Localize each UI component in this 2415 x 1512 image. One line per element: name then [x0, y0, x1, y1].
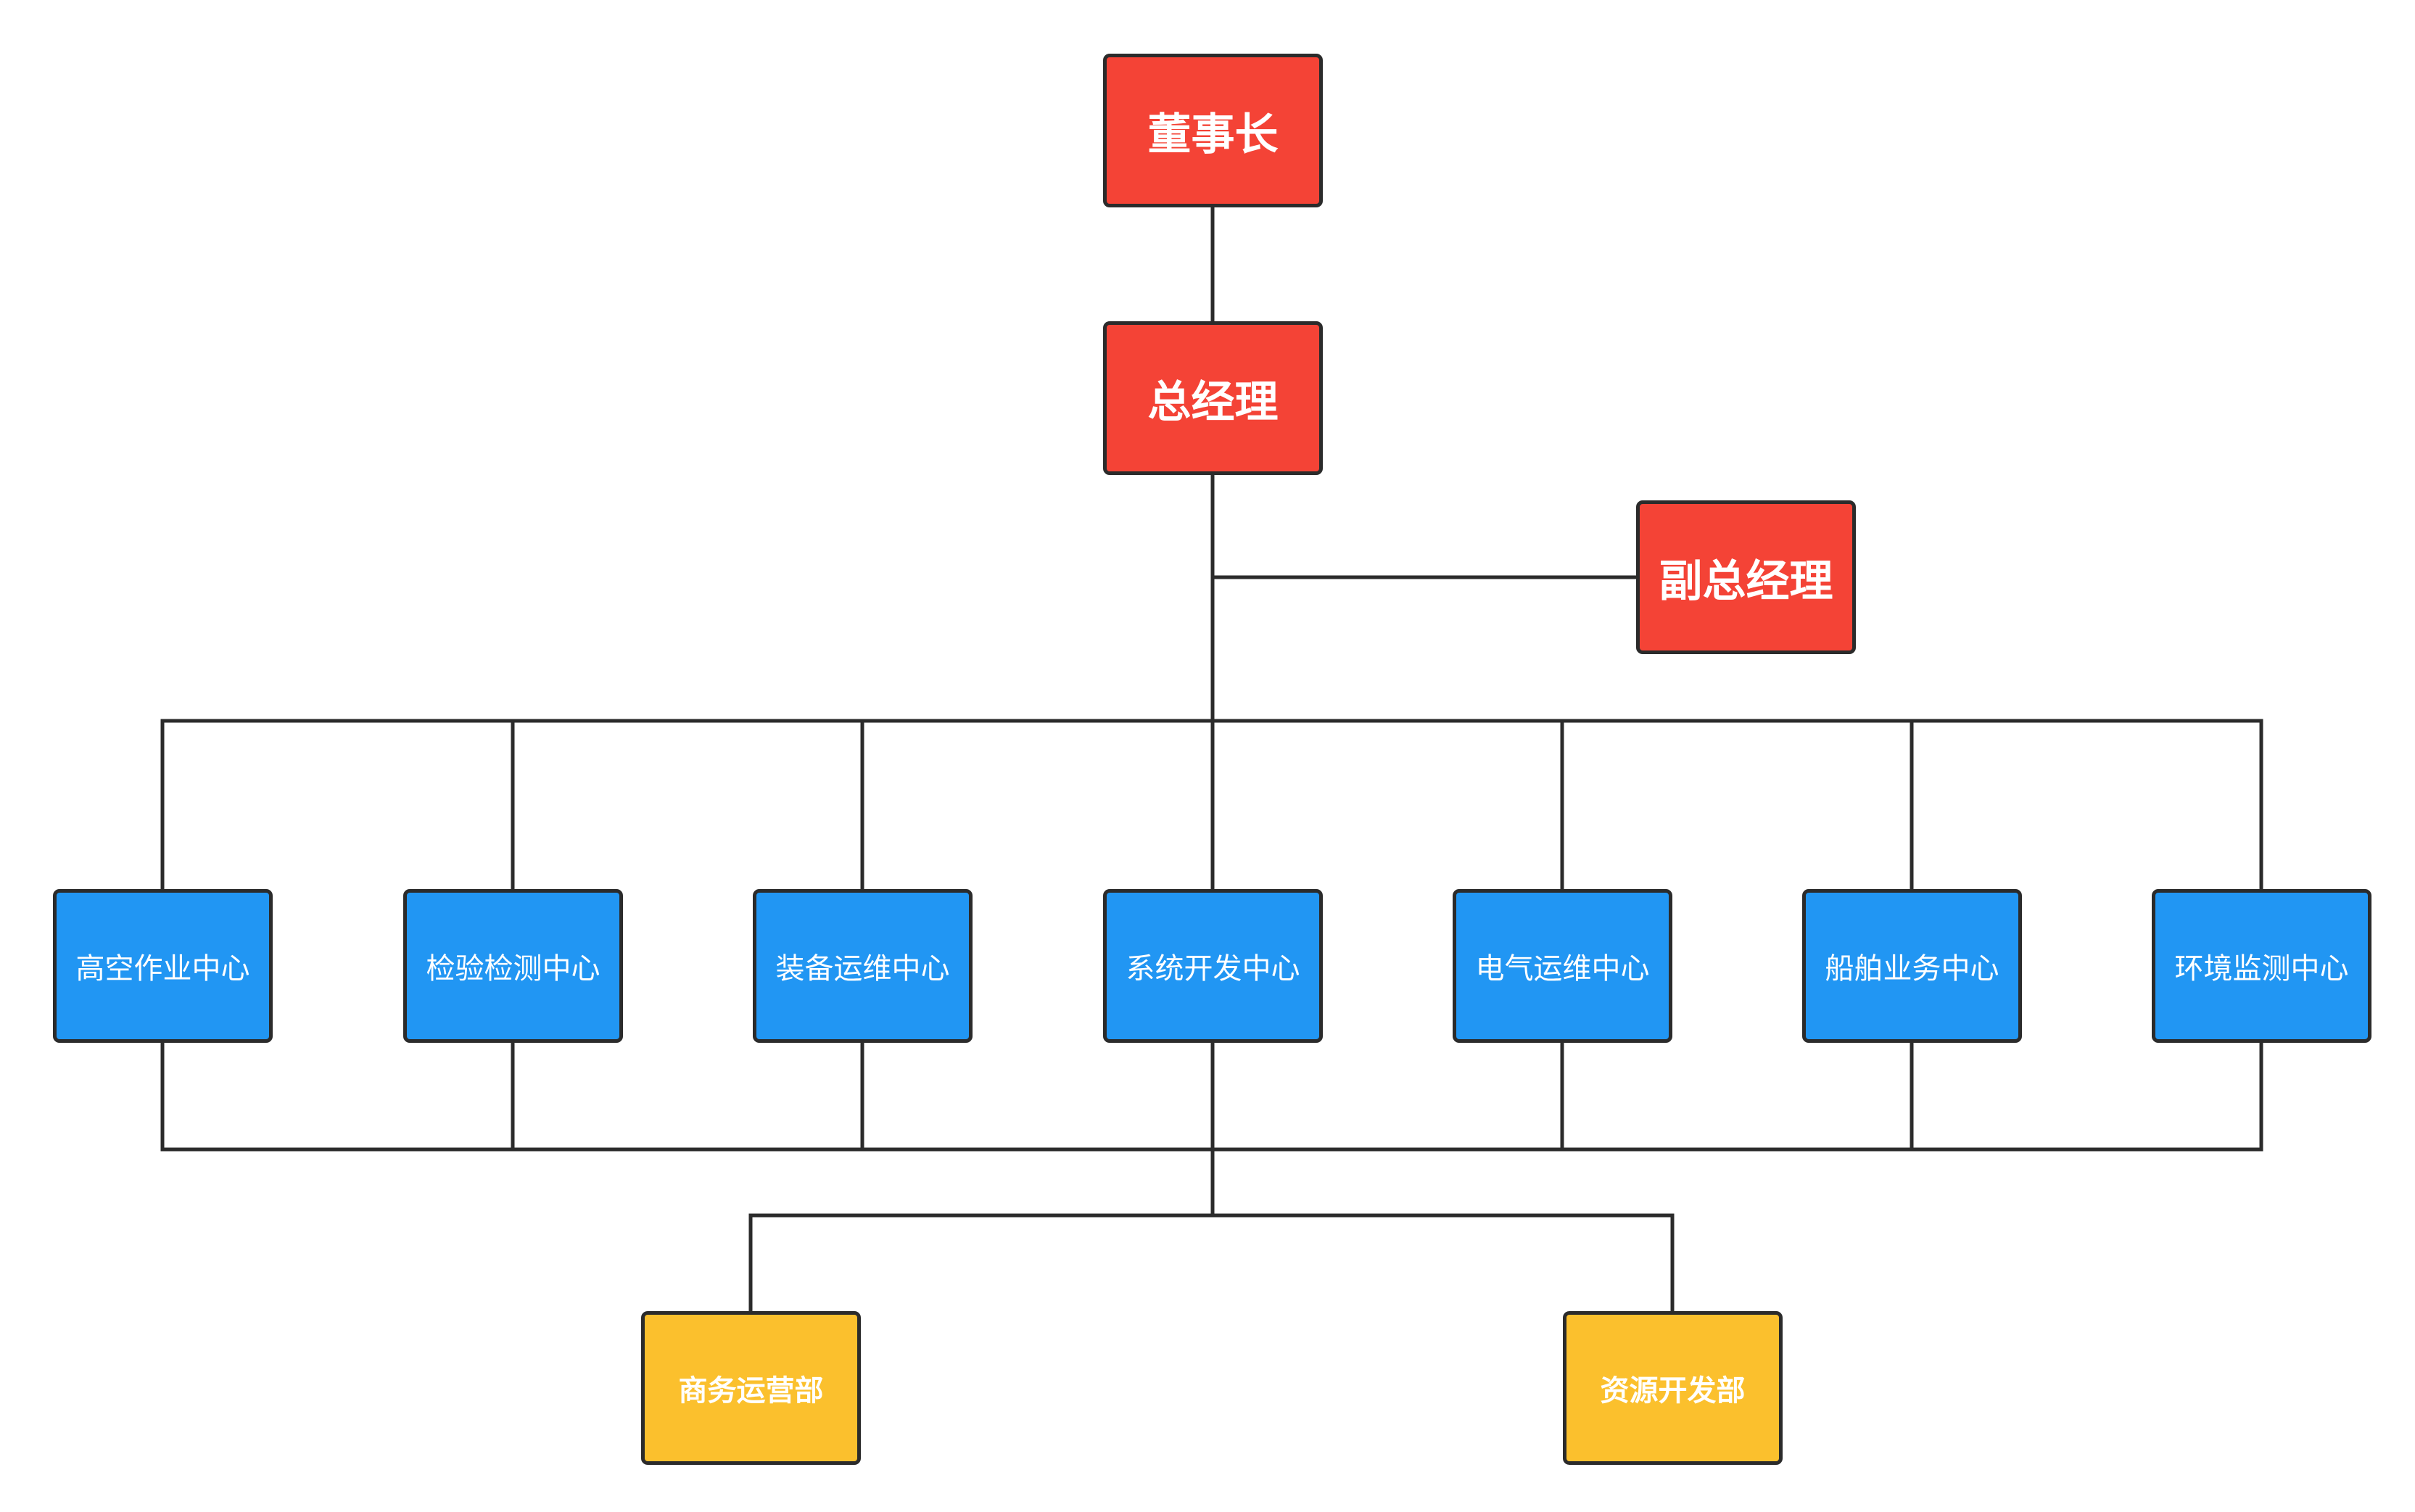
center-label: 系统开发中心 [1126, 952, 1300, 986]
department-label: 资源开发部 [1600, 1374, 1746, 1408]
center-box: 系统开发中心 [1103, 889, 1323, 1043]
general-manager-label: 总经理 [1147, 376, 1279, 428]
deputy-general-manager-label: 副总经理 [1659, 555, 1833, 607]
chairman-label: 董事长 [1147, 109, 1279, 160]
department-label: 商务运营部 [678, 1374, 824, 1408]
center-box: 环境监测中心 [2152, 889, 2371, 1043]
chairman-box: 董事长 [1103, 54, 1323, 207]
center-label: 高空作业中心 [75, 952, 250, 986]
department-box: 商务运营部 [641, 1311, 861, 1465]
general-manager-box: 总经理 [1103, 321, 1323, 475]
department-box: 资源开发部 [1563, 1311, 1783, 1465]
center-label: 装备运维中心 [775, 952, 950, 986]
center-box: 电气运维中心 [1453, 889, 1672, 1043]
center-box: 检验检测中心 [403, 889, 623, 1043]
center-label: 环境监测中心 [2174, 952, 2349, 986]
center-box: 船舶业务中心 [1802, 889, 2022, 1043]
center-label: 船舶业务中心 [1825, 952, 1999, 986]
center-box: 装备运维中心 [753, 889, 973, 1043]
center-label: 电气运维中心 [1475, 952, 1650, 986]
center-box: 高空作业中心 [53, 889, 273, 1043]
center-label: 检验检测中心 [426, 952, 600, 986]
deputy-general-manager-box: 副总经理 [1636, 500, 1856, 654]
